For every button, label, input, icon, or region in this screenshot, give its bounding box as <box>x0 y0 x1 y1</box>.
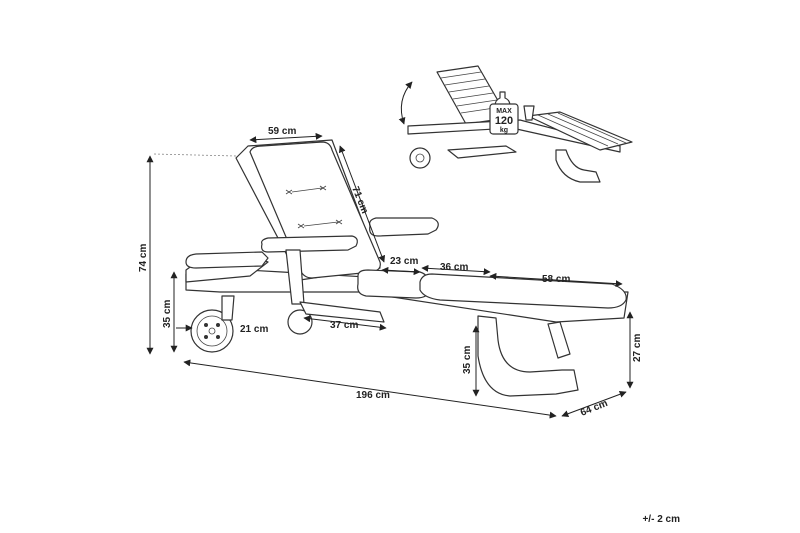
dim-line-backrest-length <box>338 145 386 263</box>
label-leg-height: 35 cm <box>462 346 473 374</box>
dim-line-depth <box>561 390 627 418</box>
label-leg-rest-height: 27 cm <box>632 334 643 362</box>
max-load-line1: MAX <box>496 108 512 115</box>
dim-line-seat-length <box>421 264 491 276</box>
label-total-length: 196 cm <box>356 390 390 401</box>
max-load-line3: kg <box>500 127 508 134</box>
dim-line-total-length <box>183 359 557 419</box>
dimension-labels: 59 cm 71 cm 74 cm 35 cm 21 cm 37 cm 23 c… <box>138 126 643 419</box>
dim-line-leg-rest-length <box>489 272 623 288</box>
dim-line-armrest-to-seat <box>381 266 421 276</box>
max-load-badge <box>489 103 519 135</box>
label-backrest-width: 59 cm <box>268 126 296 137</box>
tolerance-note: +/- 2 cm <box>642 514 680 525</box>
label-seat-length: 36 cm <box>440 262 468 273</box>
label-seat-height: 35 cm <box>162 300 173 328</box>
label-wheel-offset: 21 cm <box>240 324 268 335</box>
label-depth: 64 cm <box>579 398 610 419</box>
inset-lounger-illustration: MAX 120 kg <box>398 65 633 183</box>
label-armrest-to-seat: 23 cm <box>390 256 418 267</box>
label-total-height: 74 cm <box>138 244 149 272</box>
recline-rotation-arrow <box>398 81 413 125</box>
dimension-lines <box>146 132 634 419</box>
label-tray-width: 37 cm <box>330 320 358 331</box>
label-leg-rest-length: 58 cm <box>542 274 570 285</box>
max-load-line2: 120 <box>495 115 513 127</box>
main-lounger-illustration <box>185 139 629 397</box>
dim-line-backrest-width <box>249 132 323 144</box>
dim-line-tray-width <box>303 315 387 331</box>
